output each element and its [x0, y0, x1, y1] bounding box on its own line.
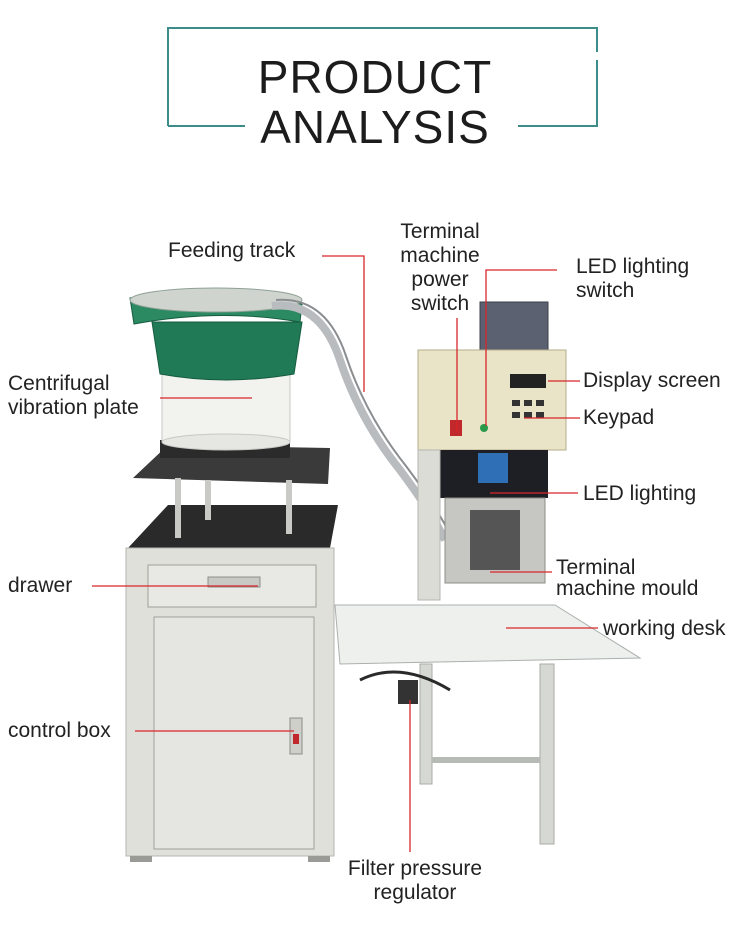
label-working-desk: working desk — [603, 617, 726, 640]
label-line: Terminal — [400, 220, 480, 243]
label-filter-pressure-regulator: Filter pressure regulator — [330, 857, 500, 905]
label-line: switch — [410, 292, 470, 315]
motor — [479, 301, 549, 351]
label-line: machine mould — [556, 577, 699, 600]
drawer-handle — [207, 576, 261, 588]
label-display-screen: Display screen — [583, 369, 721, 392]
terminal-machine — [417, 301, 567, 601]
label-centrifugal-vibration-plate: Centrifugal vibration plate — [8, 372, 139, 420]
label-terminal-machine-mould: Terminal machine mould — [556, 557, 698, 599]
label-line: regulator — [373, 881, 457, 904]
power-switch — [450, 420, 462, 436]
label-line: machine — [400, 244, 480, 267]
lower-frame — [359, 663, 555, 845]
cabinet — [125, 505, 338, 862]
label-led-lighting-switch: LED lighting switch — [576, 255, 689, 303]
vibration-bowl — [129, 287, 303, 451]
heading-frame — [167, 27, 598, 127]
leader-lines — [92, 255, 598, 852]
label-line: power — [411, 268, 469, 291]
label-terminal-power-switch: Terminal machine power switch — [380, 220, 500, 316]
heading-line-2: ANALYSIS — [260, 101, 490, 153]
label-line: vibration plate — [8, 396, 139, 419]
filter-regulator — [398, 680, 418, 704]
label-drawer: drawer — [8, 574, 73, 597]
label-line: Centrifugal — [8, 372, 110, 395]
label-feeding-track: Feeding track — [168, 239, 296, 262]
label-line: Filter pressure — [347, 857, 483, 880]
label-control-box: control box — [8, 719, 111, 742]
heading-line-1: PRODUCT — [257, 51, 493, 103]
label-led-lighting: LED lighting — [583, 482, 697, 505]
display-screen — [510, 374, 546, 388]
label-line: Terminal — [556, 556, 636, 579]
led-switch — [480, 424, 488, 432]
control-box-door — [153, 616, 315, 850]
label-line: switch — [576, 279, 635, 302]
working-desk-top — [334, 604, 642, 665]
label-line: LED lighting — [576, 255, 690, 278]
label-keypad: Keypad — [583, 406, 655, 429]
